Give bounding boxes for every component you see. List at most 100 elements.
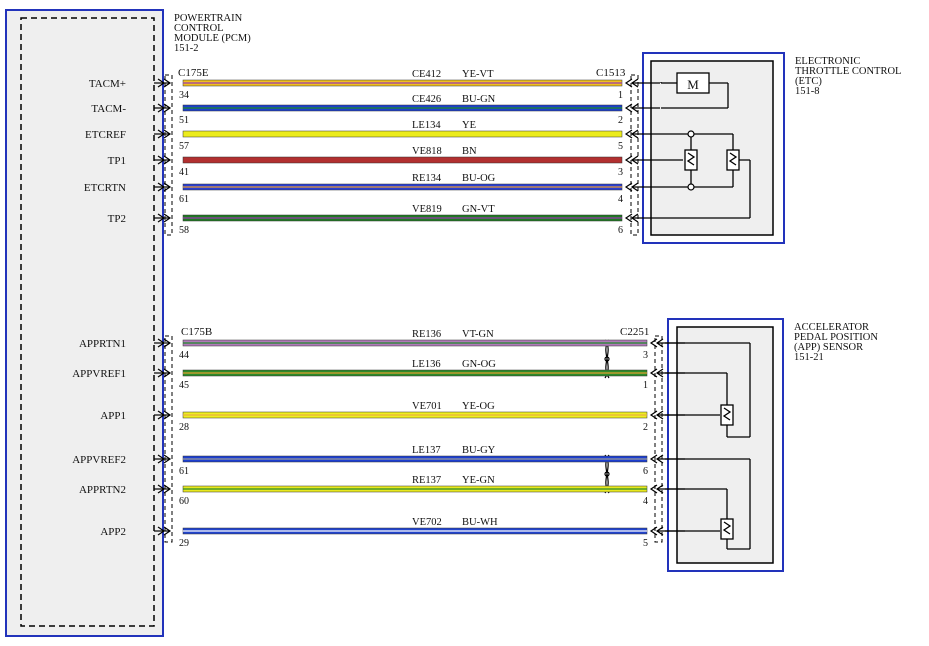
component-pin-arrow-icon: [649, 368, 658, 378]
component-pin-number: 5: [643, 538, 648, 549]
etc-module-inner: [650, 60, 774, 236]
pcm-pin-number: 61: [179, 466, 189, 477]
component-pin-number: 4: [643, 496, 648, 507]
component-pin-arrow-icon: [649, 526, 658, 536]
tp2-sensor-icon: [726, 149, 740, 171]
component-pin-number: 5: [618, 141, 623, 152]
wire-color-code: BU-GY: [462, 445, 496, 456]
signal-label: APP1: [100, 410, 126, 422]
pcm-pin-arrow-icon: [157, 103, 166, 113]
component-pin-arrow-icon: [624, 182, 633, 192]
signal-label: APPVREF2: [72, 454, 126, 466]
wire: [182, 156, 623, 164]
circuit-id: VE701: [412, 401, 442, 412]
component-pin-arrow-icon: [624, 213, 633, 223]
app2-sensor-icon: [720, 518, 734, 540]
pcm-pin-number: 45: [179, 380, 189, 391]
pcm-pin-arrow-icon: [157, 78, 166, 88]
component-pin-number: 2: [643, 422, 648, 433]
signal-label: TP2: [108, 213, 126, 225]
pcm-pin-number: 29: [179, 538, 189, 549]
pcm-pin-arrow-icon: [157, 129, 166, 139]
signal-label: ETCREF: [85, 129, 126, 141]
signal-label: APPRTN1: [79, 338, 126, 350]
etc-circuit-2: ETCREF 57 5 LE134 YE: [85, 120, 660, 152]
pcm-pin-arrow-icon: [157, 213, 166, 223]
component-pin-number: 6: [643, 466, 648, 477]
app-title-line-1: ACCELERATOR: [794, 322, 869, 333]
connector-outlines: [164, 74, 663, 543]
connector-c175b-label: C175B: [181, 326, 212, 338]
wire-color-code: BU-WH: [462, 517, 498, 528]
circuit-id: VE818: [412, 146, 442, 157]
etc-internal-nodes: [687, 130, 695, 191]
pcm-module: [5, 9, 164, 637]
component-pin-number: 1: [643, 380, 648, 391]
pcm-module-outline: [5, 9, 164, 637]
wire: [182, 130, 623, 138]
component-pin-number: 4: [618, 194, 623, 205]
component-pin-arrow-icon: [649, 484, 658, 494]
signal-label: TACM-: [91, 103, 126, 115]
circuit-id: LE134: [412, 120, 441, 131]
pcm-pin-arrow-icon: [157, 338, 166, 348]
etc-internal-circuit: [660, 72, 751, 219]
pcm-pin-arrow-icon: [157, 368, 166, 378]
wire-color-code: VT-GN: [462, 329, 494, 340]
pcm-pin-number: 60: [179, 496, 189, 507]
circuit-id: CE426: [412, 94, 441, 105]
connector-c175e-label: C175E: [178, 67, 209, 79]
etc-title-line-1: ELECTRONIC: [795, 56, 860, 67]
connector-c1513-label: C1513: [596, 67, 626, 79]
signal-label: APPRTN2: [79, 484, 126, 496]
pcm-title-line-2: CONTROL: [174, 23, 224, 34]
tp1-sensor-icon: [684, 149, 698, 171]
component-pin-number: 1: [618, 90, 623, 101]
component-pin-number: 3: [618, 167, 623, 178]
signal-label: APP2: [100, 526, 126, 538]
wire-color-code: BU-GN: [462, 94, 496, 105]
component-pin-arrow-icon: [649, 338, 658, 348]
pcm-pin-arrow-icon: [163, 338, 172, 348]
component-pin-arrow-icon: [624, 155, 633, 165]
wire-color-code: YE-OG: [462, 401, 495, 412]
motor-symbol: M: [687, 77, 699, 92]
wire-color-code: BN: [462, 146, 477, 157]
pcm-pin-arrow-icon: [163, 182, 172, 192]
circuit-id: LE137: [412, 445, 441, 456]
pcm-pin-number: 44: [179, 350, 189, 361]
pcm-pin-arrow-icon: [157, 182, 166, 192]
wire-color-code: GN-VT: [462, 204, 495, 215]
pcm-pin-number: 58: [179, 225, 189, 236]
etc-node-rtn: [687, 183, 695, 191]
pcm-pin-number: 57: [179, 141, 189, 152]
circuit-id: VE819: [412, 204, 442, 215]
pcm-pin-arrow-icon: [157, 454, 166, 464]
wire-color-code: GN-OG: [462, 359, 496, 370]
twisted-pair-node-icon: [604, 471, 610, 477]
app1-sensor-icon: [720, 404, 734, 426]
etc-module: [642, 52, 785, 244]
pcm-title-line-1: POWERTRAIN: [174, 13, 243, 24]
pcm-pin-arrow-icon: [163, 155, 172, 165]
connector-c175b-outline: [164, 335, 173, 543]
component-pin-arrow-icon: [624, 78, 633, 88]
app-title-line-2: PEDAL POSITION: [794, 332, 878, 343]
component-pin-arrow-icon: [649, 454, 658, 464]
pcm-pin-arrow-icon: [163, 103, 172, 113]
circuit-id: CE412: [412, 69, 441, 80]
app-title: ACCELERATOR PEDAL POSITION (APP) SENSOR …: [794, 322, 878, 363]
connector-c2251-label: C2251: [620, 326, 649, 338]
component-pin-number: 3: [643, 350, 648, 361]
wire-color-code: YE: [462, 120, 476, 131]
pcm-pin-arrow-icon: [163, 129, 172, 139]
component-pin-arrow-icon: [624, 129, 633, 139]
component-pin-number: 6: [618, 225, 623, 236]
pcm-pin-number: 51: [179, 115, 189, 126]
